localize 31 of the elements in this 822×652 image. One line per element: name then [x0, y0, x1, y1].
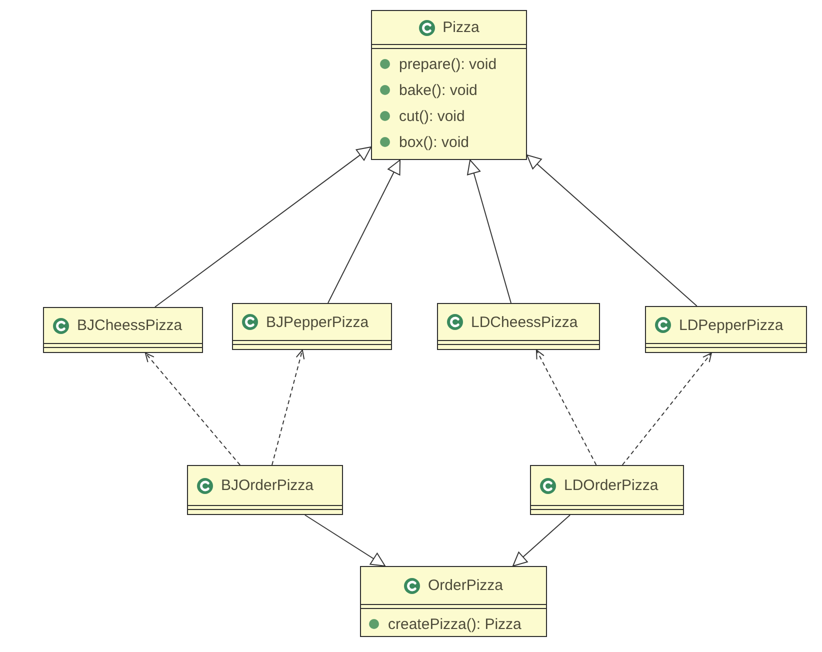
generalization-arrow: [512, 514, 571, 566]
class-name: OrderPizza: [428, 577, 504, 594]
class-box: [360, 566, 547, 637]
generalization-arrow: [467, 160, 512, 304]
method-signature: cut(): void: [399, 108, 465, 124]
class-box: [645, 306, 807, 353]
class-name: BJCheessPizza: [77, 317, 182, 334]
class-box: [187, 465, 343, 515]
class-box: [371, 10, 527, 160]
class-name: Pizza: [442, 19, 480, 36]
class-name: LDOrderPizza: [564, 477, 658, 494]
class-box: [437, 303, 600, 350]
class-box: [43, 307, 203, 353]
dependency-arrow: [272, 350, 305, 466]
generalization-arrow: [526, 154, 698, 306]
dependency-arrow: [622, 352, 712, 466]
dependency-arrow: [536, 350, 597, 466]
generalization-arrow: [154, 146, 372, 308]
generalization-arrow: [328, 160, 401, 304]
method-signature: bake(): void: [399, 82, 478, 98]
dependency-arrow: [144, 352, 241, 466]
class-name: LDCheessPizza: [471, 314, 578, 330]
class-box: [530, 465, 684, 515]
method-signature: prepare(): void: [399, 56, 497, 72]
class-name: BJOrderPizza: [221, 477, 314, 494]
generalization-arrow: [304, 514, 386, 566]
class-name: BJPepperPizza: [266, 314, 369, 330]
method-signature: box(): void: [399, 134, 470, 150]
method-signature: createPizza(): Pizza: [388, 616, 522, 632]
class-name: LDPepperPizza: [679, 316, 784, 334]
class-box: [232, 303, 392, 350]
